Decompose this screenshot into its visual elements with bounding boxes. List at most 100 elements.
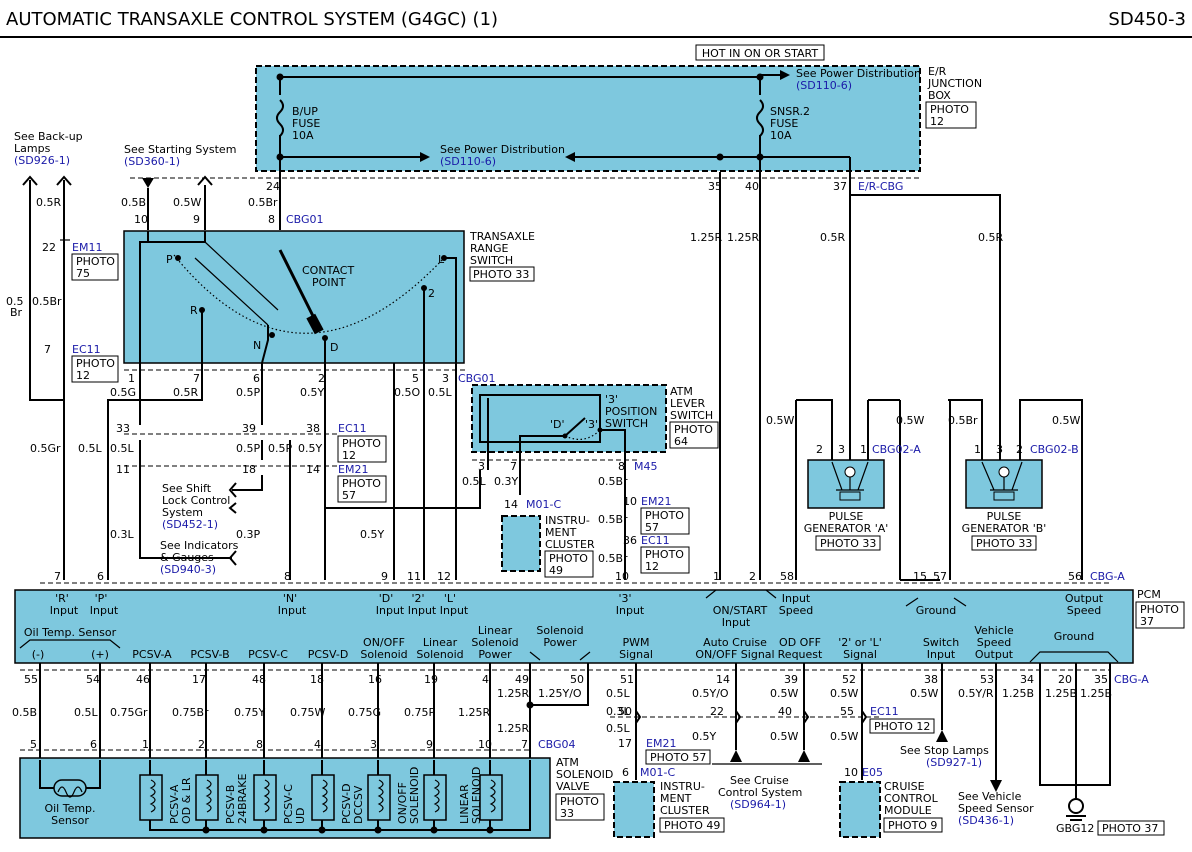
- ec11-connector-left: EC11: [72, 343, 101, 356]
- pga-photo-box: [815, 535, 881, 551]
- pcm-b-55: 55: [24, 673, 38, 686]
- fuse-bup-label-3: 10A: [292, 129, 314, 142]
- gbg-photo: PHOTO 37: [1102, 822, 1158, 835]
- lbl-2orl-2: Signal: [843, 648, 877, 661]
- fuse-bup-label-2: FUSE: [292, 117, 320, 130]
- lbl-lsp-2: Solenoid: [471, 636, 518, 649]
- shift-lock-3: System: [162, 506, 203, 519]
- pcm-b-50: 50: [570, 673, 584, 686]
- rt-wire-125r-b: 1.25R: [727, 231, 759, 244]
- gbg12-label: GBG12: [1056, 822, 1094, 835]
- range-switch-photo-box: [469, 266, 535, 282]
- mid-pin-55: 55: [840, 705, 854, 718]
- solenoid-common-wire: [149, 760, 531, 831]
- pcm-pin-12: 12: [437, 570, 451, 583]
- mid-pin-22: 22: [710, 705, 724, 718]
- cbg01-top-connector: CBG01: [286, 213, 324, 226]
- lbl-n-input-2: Input: [278, 604, 307, 617]
- lbl-minus: (-): [32, 648, 45, 661]
- lbl-r-input-1: 'R': [55, 592, 69, 605]
- rt-wire-05r-a: 0.5R: [820, 231, 845, 244]
- col-photo12-box: [640, 546, 690, 574]
- junction-photo-1: PHOTO: [930, 103, 969, 116]
- park-contact-lines: [194, 241, 279, 326]
- rs-wire-05p: 0.5P: [236, 386, 260, 399]
- vp-1: 1: [142, 738, 149, 751]
- ec11-pin: 7: [44, 343, 51, 356]
- mid-pin-17: 17: [618, 737, 632, 750]
- pga-pin-1: 1: [860, 443, 867, 456]
- pga-pin-2: 2: [816, 443, 823, 456]
- er-cbg-connector: E/R-CBG: [858, 180, 903, 193]
- shift-lock-1: See Shift: [162, 482, 212, 495]
- power-dist-ref-top: (SD110-6): [796, 79, 852, 92]
- vp-6: 6: [90, 738, 97, 751]
- mid-pin-11: 11: [116, 463, 130, 476]
- atm-lever-switch: [471, 384, 667, 453]
- pcm-b-14: 14: [716, 673, 730, 686]
- valve-label-2: SOLENOID: [556, 768, 613, 781]
- pin-35: 35: [708, 180, 722, 193]
- col-photo12-1: PHOTO: [645, 548, 684, 561]
- mid-pin-39: 39: [242, 422, 256, 435]
- junction-box-label-1: E/R: [928, 65, 947, 78]
- bw-05b: 0.5B: [12, 706, 37, 719]
- rt-wire-05w-c: 0.5W: [1052, 414, 1080, 427]
- starting-system-ref: (SD360-1): [124, 155, 180, 168]
- lbl-input-speed-2: Speed: [779, 604, 813, 617]
- pga-label-2: GENERATOR 'A': [804, 522, 889, 535]
- pos-n: N: [253, 339, 261, 352]
- shift-lock-2: Lock Control: [162, 494, 230, 507]
- vp-4: 4: [314, 738, 321, 751]
- sol-linear-2: SOLENOID: [470, 767, 483, 824]
- rs-wire-05o: 0.5O: [394, 386, 420, 399]
- pcm-photo-1: PHOTO: [1140, 603, 1179, 616]
- pos-switch-3-label: '3': [585, 418, 598, 431]
- power-dist-text-low: See Power Distribution: [440, 143, 565, 156]
- lbl-3-input-2: Input: [616, 604, 645, 617]
- pcm-b-17: 17: [192, 673, 206, 686]
- pgb-pin-2: 2: [1016, 443, 1023, 456]
- pcm-pin-2: 2: [749, 570, 756, 583]
- rs-pin-5: 5: [412, 372, 419, 385]
- fuse-snsr-label-2: FUSE: [770, 117, 798, 130]
- pcm-bottom-pins: 55 54 46 17 48 18 16 19 4 49 50 51 14 39…: [24, 673, 1108, 686]
- m45-connector: M45: [634, 460, 658, 473]
- lbl-odoff-2: Request: [778, 648, 823, 661]
- mid-wire-05y: 0.5Y: [298, 442, 322, 455]
- pcm-pin-9: 9: [381, 570, 388, 583]
- pgb-label-2: GENERATOR 'B': [962, 522, 1047, 535]
- fuse-bup-label-1: B/UP: [292, 105, 318, 118]
- mid-photo12-1: PHOTO: [342, 437, 381, 450]
- lbl-3-input-1: '3': [618, 592, 631, 605]
- pcm-b-52: 52: [842, 673, 856, 686]
- page-title: AUTOMATIC TRANSAXLE CONTROL SYSTEM (G4GC…: [6, 9, 498, 30]
- indicators-2: & Gauges: [160, 551, 214, 564]
- mid-wire-03p: 0.3P: [236, 528, 260, 541]
- wire-05br-left: 0.5Br: [32, 295, 62, 308]
- wire-05b: 0.5B: [121, 196, 146, 209]
- sol-pcsvd-2: DCCSV: [352, 785, 365, 824]
- fuse-bup-icon: [276, 99, 284, 137]
- bw-05l-b: 0.5L: [606, 722, 630, 735]
- cluster-top-3: CLUSTER: [545, 538, 595, 551]
- ground-icon: [1068, 798, 1084, 814]
- lbl-ground-top: Ground: [916, 604, 956, 617]
- bw-05yr: 0.5Y/R: [958, 687, 994, 700]
- pcm-b-48: 48: [252, 673, 266, 686]
- pcm-b-53: 53: [980, 673, 994, 686]
- cluster-top-1: INSTRU-: [545, 514, 590, 527]
- lbl-pcsv-d: PCSV-D: [308, 648, 349, 661]
- pos-switch-d: 'D': [550, 418, 565, 431]
- atm-pin-7: 7: [510, 460, 517, 473]
- cluster-top-2: MENT: [545, 526, 577, 539]
- lbl-r-input-2: Input: [50, 604, 79, 617]
- em21-bottom-photo: PHOTO 57: [650, 751, 706, 764]
- rs-pin-1: 1: [128, 372, 135, 385]
- valve-photo-1: PHOTO: [560, 795, 599, 808]
- lbl-d-input-2: Input: [376, 604, 405, 617]
- lbl-pcsv-b: PCSV-B: [190, 648, 229, 661]
- cruise-mod-2: CONTROL: [884, 792, 939, 805]
- atm-lever-photo-box: [669, 421, 719, 449]
- ec11-bottom-photo: PHOTO 12: [874, 720, 930, 733]
